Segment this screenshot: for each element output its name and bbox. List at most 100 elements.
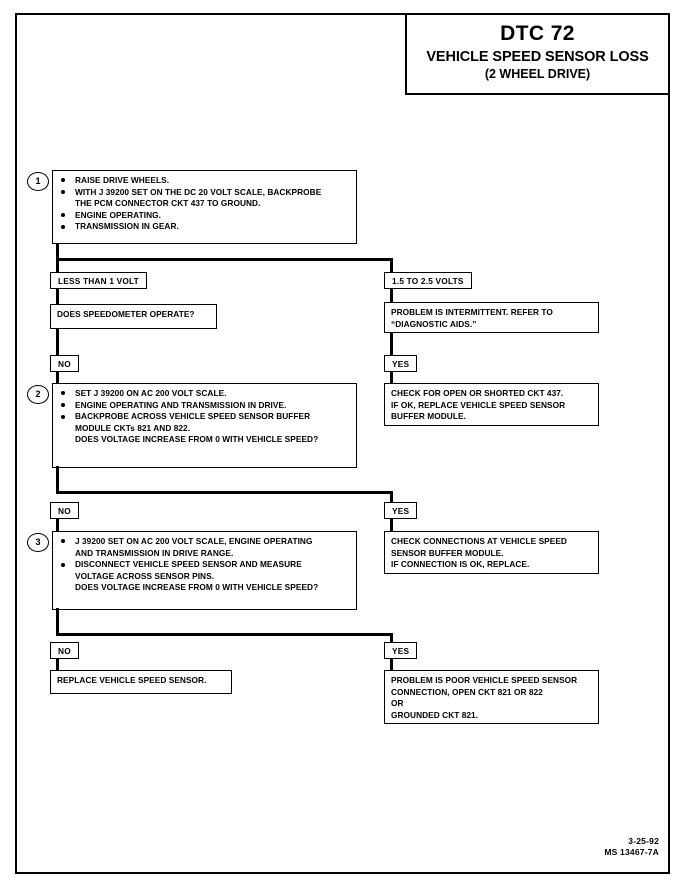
connector-bus-2 [56,491,393,494]
step-1-line: THE PCM CONNECTOR CKT 437 TO GROUND. [59,198,350,210]
connector-question-to-no1 [56,328,59,356]
step-1-box: RAISE DRIVE WHEELS. WITH J 39200 SET ON … [52,170,357,244]
connector-bus-3 [56,633,393,636]
connector-yes2-to-checkconn [390,519,393,532]
poor-connection-line: PROBLEM IS POOR VEHICLE SPEED SENSOR [391,675,578,685]
step-1-line: TRANSMISSION IN GEAR. [59,221,350,233]
branch-no-3: NO [50,642,79,659]
step-3-text: DISCONNECT VEHICLE SPEED SENSOR AND MEAS… [75,559,302,570]
step-1-text: TRANSMISSION IN GEAR. [75,221,179,232]
check-open-shorted-line: BUFFER MODULE. [391,411,466,422]
step-1-line: WITH J 39200 SET ON THE DC 20 VOLT SCALE… [59,187,350,199]
poor-connection-line: GROUNDED CKT 821. [391,709,479,720]
step-2-line: SET J 39200 ON AC 200 VOLT SCALE. [59,388,350,400]
step-2-line: BACKPROBE ACROSS VEHICLE SPEED SENSOR BU… [59,411,350,423]
connector-no2-to-step3 [56,519,59,532]
intermittent-box: PROBLEM IS INTERMITTENT. REFER TO “DIAGN… [384,302,599,333]
footer-id: MS 13467-7A [604,847,659,857]
step-1-line: ENGINE OPERATING. [59,210,350,222]
check-open-shorted-line: CHECK FOR OPEN OR SHORTED CKT 437. [391,388,564,398]
branch-yes-2: YES [384,502,418,519]
branch-less-than-1-volt: LESS THAN 1 VOLT [50,272,147,289]
step-1-line: RAISE DRIVE WHEELS. [59,175,350,187]
intermittent-line: “DIAGNOSTIC AIDS.” [391,318,477,329]
step-number-3: 3 [27,533,49,552]
step-3-line: VOLTAGE ACROSS SENSOR PINS. [59,571,350,583]
step-1-text: WITH J 39200 SET ON THE DC 20 VOLT SCALE… [75,186,322,197]
bullet-icon [61,224,65,229]
connector-bus3-right-down [390,633,393,643]
check-connections-box: CHECK CONNECTIONS AT VEHICLE SPEED SENSO… [384,531,599,574]
bullet-icon [61,402,65,407]
step-3-text: J 39200 SET ON AC 200 VOLT SCALE, ENGINE… [75,536,313,546]
branch-no-1: NO [50,355,79,372]
bullet-icon [61,178,65,183]
step-2-text: SET J 39200 ON AC 200 VOLT SCALE. [75,388,227,398]
footer-date: 3-25-92 [628,836,659,846]
check-open-shorted-box: CHECK FOR OPEN OR SHORTED CKT 437. IF OK… [384,383,599,426]
connector-bus1-right-down [390,258,393,272]
bullet-icon [61,213,65,218]
step-2-line: MODULE CKTs 821 AND 822. [59,423,350,435]
poor-connection-box: PROBLEM IS POOR VEHICLE SPEED SENSOR CON… [384,670,599,724]
step-2-text: DOES VOLTAGE INCREASE FROM 0 WITH VEHICL… [75,434,319,445]
connector-range-to-intermittent [390,288,393,303]
bullet-icon [61,414,65,419]
connector-bus2-right-down [390,491,393,503]
check-open-shorted-line: IF OK, REPLACE VEHICLE SPEED SENSOR [391,399,566,410]
poor-connection-line: OR [391,698,404,709]
bullet-icon [61,189,65,194]
dtc-code: DTC 72 [500,22,575,45]
poor-connection-line: CONNECTION, OPEN CKT 821 OR 822 [391,686,543,697]
check-connections-line: CHECK CONNECTIONS AT VEHICLE SPEED [391,536,567,546]
replace-sensor-box: REPLACE VEHICLE SPEED SENSOR. [50,670,232,694]
step-1-text: RAISE DRIVE WHEELS. [75,175,170,185]
connector-bus1-left-down [56,258,59,272]
speedometer-question-line: DOES SPEEDOMETER OPERATE? [57,309,195,319]
connector-step2-down [56,466,59,494]
branch-yes-1: YES [384,355,418,372]
step-2-text: BACKPROBE ACROSS VEHICLE SPEED SENSOR BU… [75,411,311,422]
branch-yes-3: YES [384,642,418,659]
step-1-text: ENGINE OPERATING. [75,209,161,220]
step-2-box: SET J 39200 ON AC 200 VOLT SCALE. ENGINE… [52,383,357,468]
page-border [15,13,670,874]
footer: 3-25-92 MS 13467-7A [604,836,659,858]
connector-yes3-to-poorconn [390,659,393,671]
step-number-2: 2 [27,385,49,404]
title-block: DTC 72 VEHICLE SPEED SENSOR LOSS (2 WHEE… [405,13,670,95]
step-2-line: DOES VOLTAGE INCREASE FROM 0 WITH VEHICL… [59,434,350,446]
step-2-list: SET J 39200 ON AC 200 VOLT SCALE. ENGINE… [59,388,350,446]
connector-intermittent-to-yes1 [390,332,393,356]
step-3-list: J 39200 SET ON AC 200 VOLT SCALE, ENGINE… [59,536,350,594]
step-1-list: RAISE DRIVE WHEELS. WITH J 39200 SET ON … [59,175,350,233]
connector-no3-to-replace [56,659,59,671]
step-3-box: J 39200 SET ON AC 200 VOLT SCALE, ENGINE… [52,531,357,610]
branch-no-2: NO [50,502,79,519]
dtc-title: VEHICLE SPEED SENSOR LOSS [426,49,649,65]
bullet-icon [61,539,65,544]
step-2-line: ENGINE OPERATING AND TRANSMISSION IN DRI… [59,400,350,412]
replace-sensor-line: REPLACE VEHICLE SPEED SENSOR. [57,675,207,685]
dtc-subtitle: (2 WHEEL DRIVE) [484,67,591,81]
connector-step1-down [56,243,59,261]
connector-step3-down [56,608,59,636]
intermittent-line: PROBLEM IS INTERMITTENT. REFER TO [391,307,553,317]
connector-yes1-to-check437 [390,372,393,384]
step-2-text: ENGINE OPERATING AND TRANSMISSION IN DRI… [75,399,287,410]
step-2-text: MODULE CKTs 821 AND 822. [75,422,191,433]
connector-no1-to-step2 [56,372,59,384]
bullet-icon [61,562,65,567]
step-3-line: J 39200 SET ON AC 200 VOLT SCALE, ENGINE… [59,536,350,548]
speedometer-question-box: DOES SPEEDOMETER OPERATE? [50,304,217,329]
connector-lt1v-to-question [56,288,59,305]
connector-bus-1 [56,258,393,261]
step-1-text: THE PCM CONNECTOR CKT 437 TO GROUND. [75,198,261,209]
step-3-line: AND TRANSMISSION IN DRIVE RANGE. [59,548,350,560]
step-3-line: DOES VOLTAGE INCREASE FROM 0 WITH VEHICL… [59,582,350,594]
step-3-text: VOLTAGE ACROSS SENSOR PINS. [75,570,215,581]
check-connections-line: IF CONNECTION IS OK, REPLACE. [391,559,530,570]
step-number-1: 1 [27,172,49,191]
step-3-line: DISCONNECT VEHICLE SPEED SENSOR AND MEAS… [59,559,350,571]
